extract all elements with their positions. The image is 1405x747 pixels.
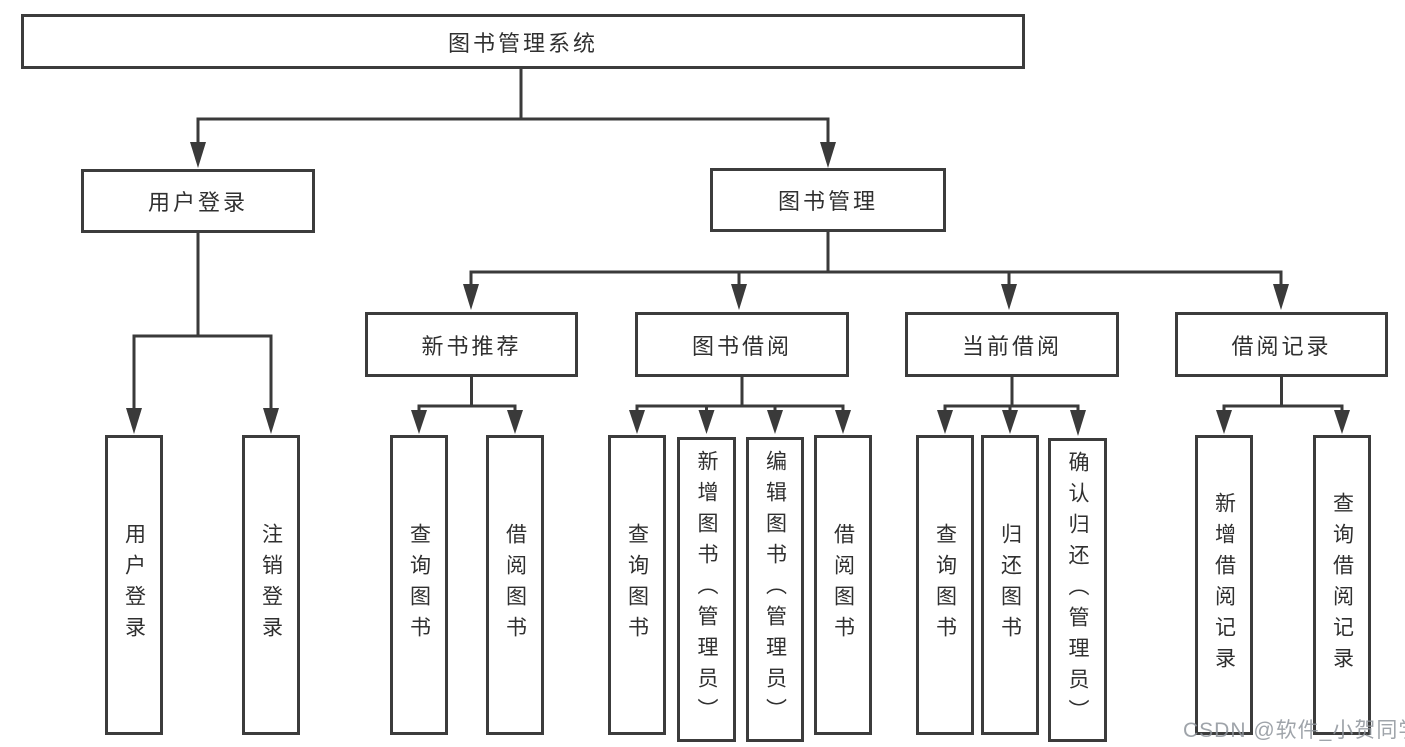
node-current-borrow: 当前借阅 bbox=[905, 312, 1119, 377]
leaf-confirm-return-admin: 确认归还（管理员） bbox=[1048, 438, 1107, 742]
leaf-borrow-books-recommend: 借阅图书 bbox=[486, 435, 544, 735]
leaf-query-borrow-record: 查询借阅记录 bbox=[1313, 435, 1371, 735]
node-book-management-branch: 图书管理 bbox=[710, 168, 946, 232]
leaf-query-books-borrow: 查询图书 bbox=[608, 435, 666, 735]
leaf-logout: 注销登录 bbox=[242, 435, 300, 735]
leaf-borrow-books: 借阅图书 bbox=[814, 435, 872, 735]
node-new-book-recommend: 新书推荐 bbox=[365, 312, 578, 377]
leaf-add-book-admin: 新增图书（管理员） bbox=[677, 437, 736, 742]
node-library-management-system: 图书管理系统 bbox=[21, 14, 1025, 69]
csdn-watermark: CSDN @软件_小贺同学 bbox=[1183, 719, 1405, 742]
leaf-query-books-recommend: 查询图书 bbox=[390, 435, 448, 735]
leaf-user-login: 用户登录 bbox=[105, 435, 163, 735]
node-borrow-record: 借阅记录 bbox=[1175, 312, 1388, 377]
leaf-add-borrow-record: 新增借阅记录 bbox=[1195, 435, 1253, 735]
node-book-borrow: 图书借阅 bbox=[635, 312, 849, 377]
leaf-edit-book-admin: 编辑图书（管理员） bbox=[746, 437, 804, 742]
node-user-login-branch: 用户登录 bbox=[81, 169, 315, 233]
arrowhead-icons bbox=[126, 142, 1350, 436]
leaf-return-book: 归还图书 bbox=[981, 435, 1039, 735]
leaf-query-books-current: 查询图书 bbox=[916, 435, 974, 735]
